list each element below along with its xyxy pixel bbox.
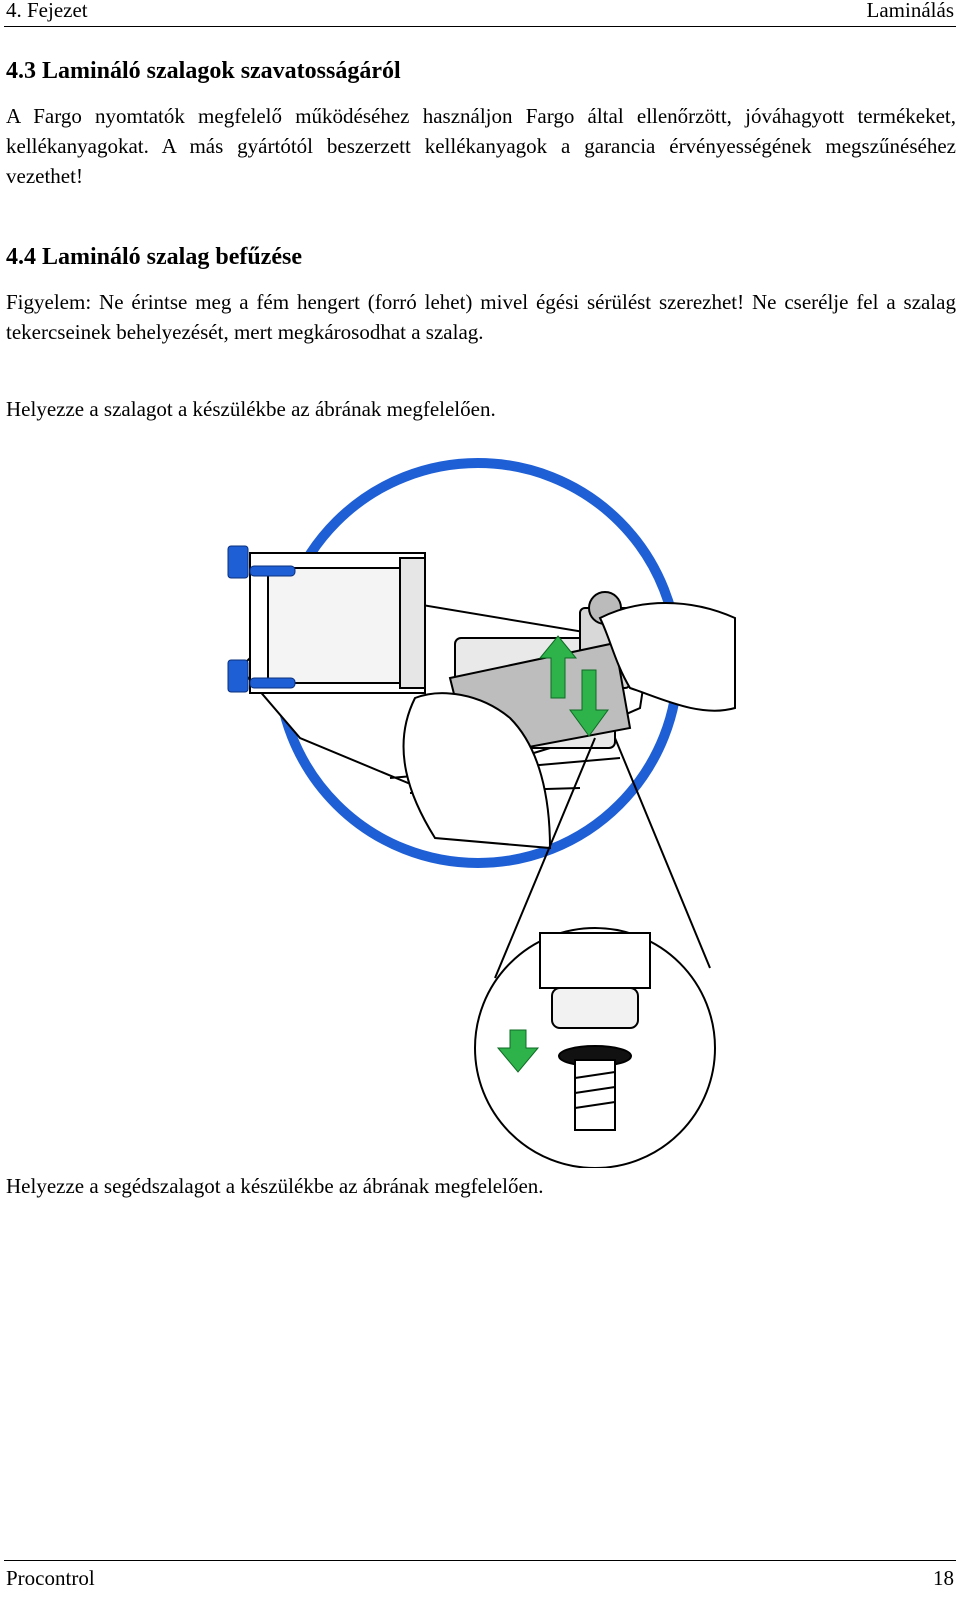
ribbon-cartridge bbox=[249, 552, 426, 694]
section-label: Laminálás bbox=[866, 0, 954, 22]
section-4-3-text: A Fargo nyomtatók megfelelő működéséhez … bbox=[6, 104, 956, 188]
green-arrows bbox=[538, 635, 609, 737]
page-number: 18 bbox=[933, 1566, 954, 1590]
ribbon-loading-figure bbox=[227, 458, 736, 1168]
instruction-helper-ribbon: Helyezze a segédszalagot a készülékbe az… bbox=[6, 1174, 544, 1198]
detail-spool bbox=[539, 932, 651, 1131]
chapter-label: 4. Fejezet bbox=[6, 0, 88, 22]
cartridge-handles bbox=[227, 545, 296, 693]
page-header: 4. Fejezet Laminálás bbox=[4, 0, 956, 27]
left-hand bbox=[402, 692, 552, 850]
right-hand bbox=[598, 602, 736, 712]
section-4-3-title: 4.3 Lamináló szalagok szavatosságáról bbox=[6, 58, 401, 84]
section-4-4-title: 4.4 Lamináló szalag befűzése bbox=[6, 244, 302, 270]
detail-arrow bbox=[496, 1029, 540, 1073]
warning-text: Figyelem: Ne érintse meg a fém hengert (… bbox=[6, 290, 956, 344]
company-name: Procontrol bbox=[6, 1566, 95, 1590]
detail-connector bbox=[494, 737, 711, 979]
page-footer: Procontrol 18 bbox=[4, 1560, 956, 1598]
instruction-ribbon: Helyezze a szalagot a készülékbe az ábrá… bbox=[6, 397, 496, 421]
